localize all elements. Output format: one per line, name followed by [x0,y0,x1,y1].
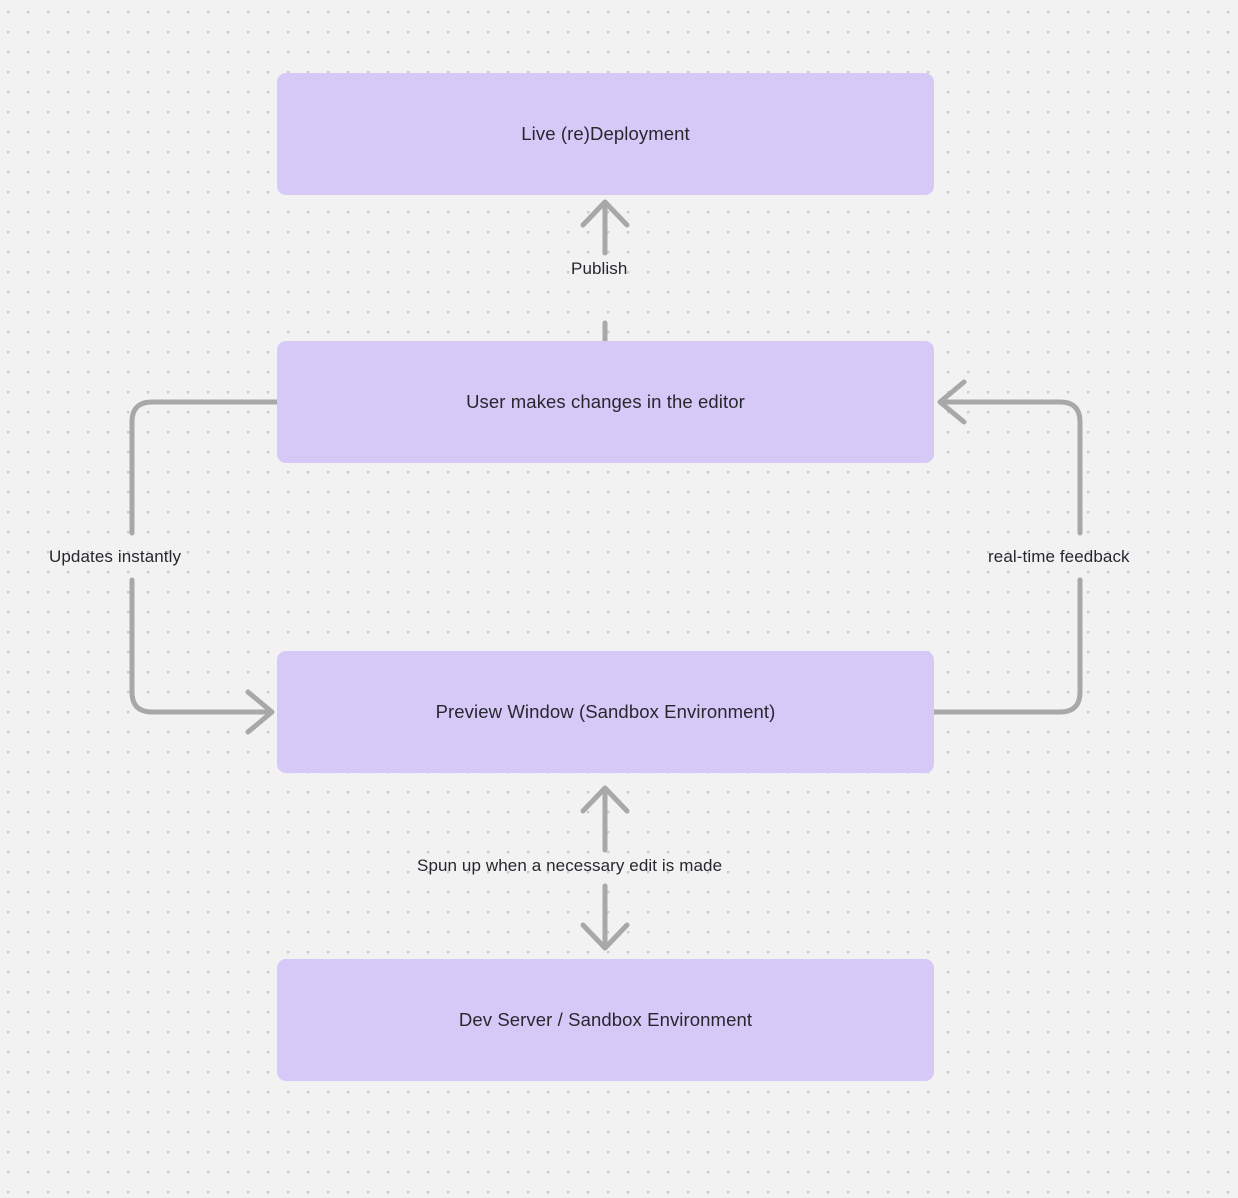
node-user-edits-label: User makes changes in the editor [466,390,745,412]
edge-label-publish: Publish [571,259,628,278]
edge-label-spun-up: Spun up when a necessary edit is made [417,856,723,875]
node-user-edits[interactable]: User makes changes in the editor [277,341,934,463]
node-preview-window-label: Preview Window (Sandbox Environment) [435,700,776,722]
node-preview-window[interactable]: Preview Window (Sandbox Environment) [277,651,934,773]
edge-label-updates-instantly: Updates instantly [49,547,182,566]
node-live-deployment-label: Live (re)Deployment [521,122,690,144]
node-live-deployment[interactable]: Live (re)Deployment [277,73,934,195]
node-dev-server[interactable]: Dev Server / Sandbox Environment [277,959,934,1081]
edge-label-real-time-feedback: real-time feedback [988,547,1130,566]
edge-updates-instantly [129,399,280,735]
node-dev-server-label: Dev Server / Sandbox Environment [458,1008,753,1030]
